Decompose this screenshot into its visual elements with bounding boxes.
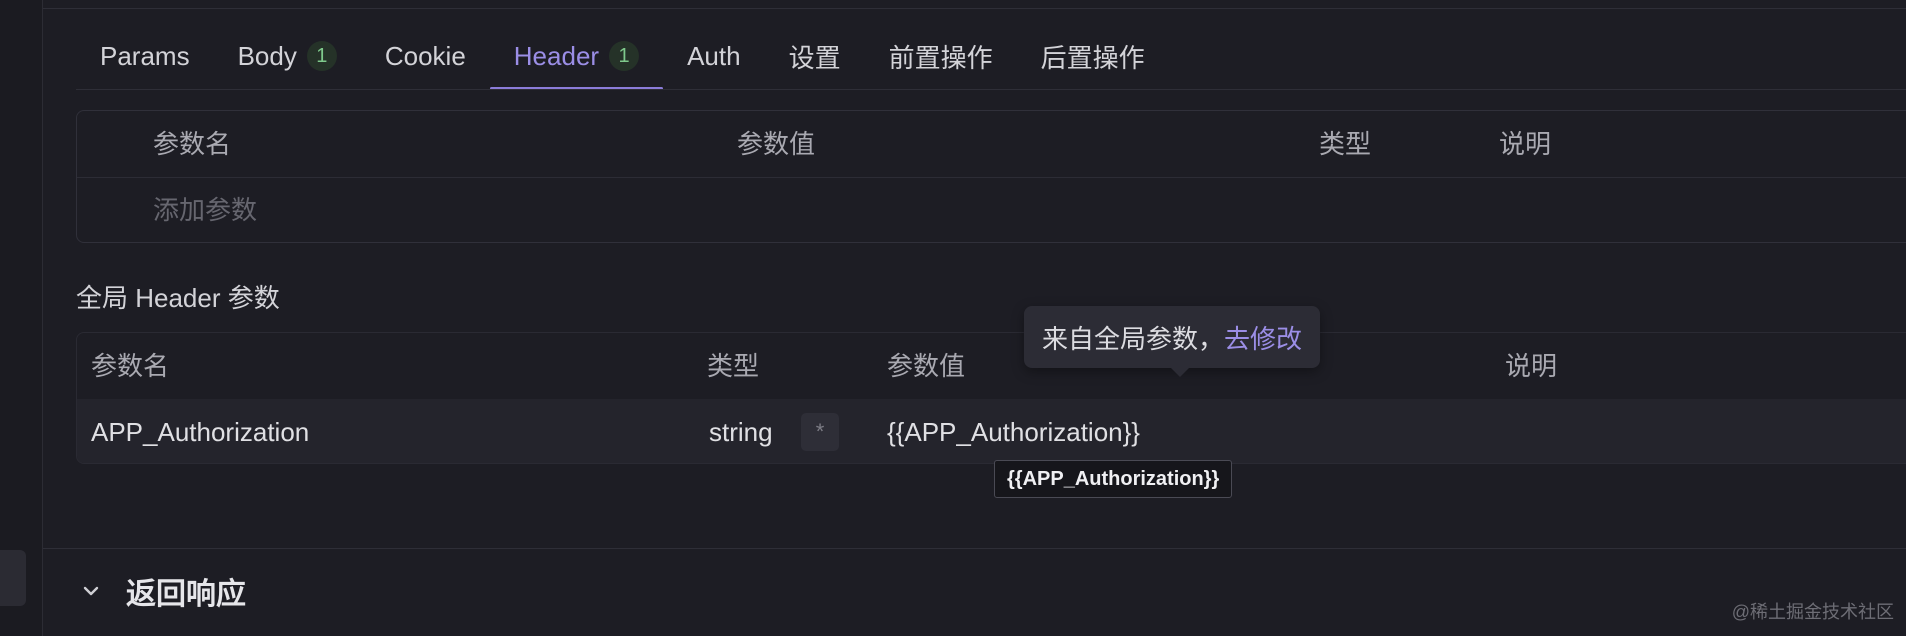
column-header-type: 类型: [707, 351, 760, 381]
tab-label: 设置: [788, 42, 841, 73]
header-params-table: 参数名 参数值 类型 说明 添加参数: [76, 110, 1906, 243]
column-header-name: 参数名: [91, 351, 170, 381]
column-header-description: 说明: [1505, 351, 1558, 381]
column-header-description: 说明: [1499, 129, 1552, 159]
tab-params[interactable]: Params: [76, 22, 214, 90]
tab-auth[interactable]: Auth: [663, 22, 765, 90]
column-header-type: 类型: [1319, 129, 1372, 159]
tab-label: Body: [237, 40, 297, 71]
watermark: @稀土掘金技术社区: [1731, 602, 1894, 622]
tab-label: 前置操作: [888, 42, 993, 73]
count-badge: 1: [609, 41, 640, 71]
table-header: 参数名 参数值 类型 说明: [77, 111, 1906, 178]
value-tooltip: {{APP_Authorization}}: [994, 460, 1233, 498]
section-divider: [43, 548, 1906, 549]
tab-body[interactable]: Body 1: [214, 22, 361, 90]
global-param-popover: 来自全局参数，去修改: [1024, 306, 1321, 377]
chevron-down-icon: [80, 580, 102, 602]
global-header-title: 全局 Header 参数: [76, 283, 280, 313]
sidebar-handle[interactable]: [0, 550, 26, 606]
left-sidebar: [0, 0, 43, 636]
column-header-name: 参数名: [153, 129, 232, 159]
table-header: 参数名 类型 参数值 说明: [77, 333, 1906, 399]
response-title: 返回响应: [126, 578, 246, 611]
required-mark: *: [801, 413, 839, 451]
column-header-value: 参数值: [887, 351, 966, 381]
edit-global-param-link[interactable]: 去修改: [1224, 323, 1303, 354]
param-type-cell: string: [709, 417, 773, 447]
tab-pre-actions[interactable]: 前置操作: [865, 22, 1017, 90]
param-value-cell[interactable]: {{APP_Authorization}}: [887, 417, 1140, 447]
tab-label: 后置操作: [1040, 42, 1145, 73]
tab-header[interactable]: Header 1: [489, 22, 664, 90]
column-header-value: 参数值: [737, 129, 816, 159]
tabs-divider: [76, 89, 1906, 90]
global-header-table: 参数名 类型 参数值 说明 APP_Authorization string *…: [76, 332, 1906, 464]
tab-label: Cookie: [384, 40, 466, 71]
count-badge: 1: [306, 41, 337, 71]
tab-label: Params: [100, 40, 190, 71]
tab-label: Header: [513, 40, 600, 71]
table-row: APP_Authorization string * {{APP_Authori…: [77, 399, 1906, 463]
request-tabs: Params Body 1 Cookie Header 1 Auth 设置 前置操作…: [76, 22, 1169, 90]
tab-label: Auth: [687, 40, 741, 71]
param-name-cell: APP_Authorization: [91, 417, 310, 447]
add-param-input[interactable]: 添加参数: [153, 195, 258, 225]
response-section-toggle[interactable]: 返回响应: [80, 566, 246, 616]
tab-post-actions[interactable]: 后置操作: [1017, 22, 1169, 90]
popover-text: 来自全局参数，: [1042, 323, 1225, 354]
tab-cookie[interactable]: Cookie: [361, 22, 490, 90]
top-divider: [43, 8, 1906, 9]
tab-settings[interactable]: 设置: [765, 22, 865, 90]
